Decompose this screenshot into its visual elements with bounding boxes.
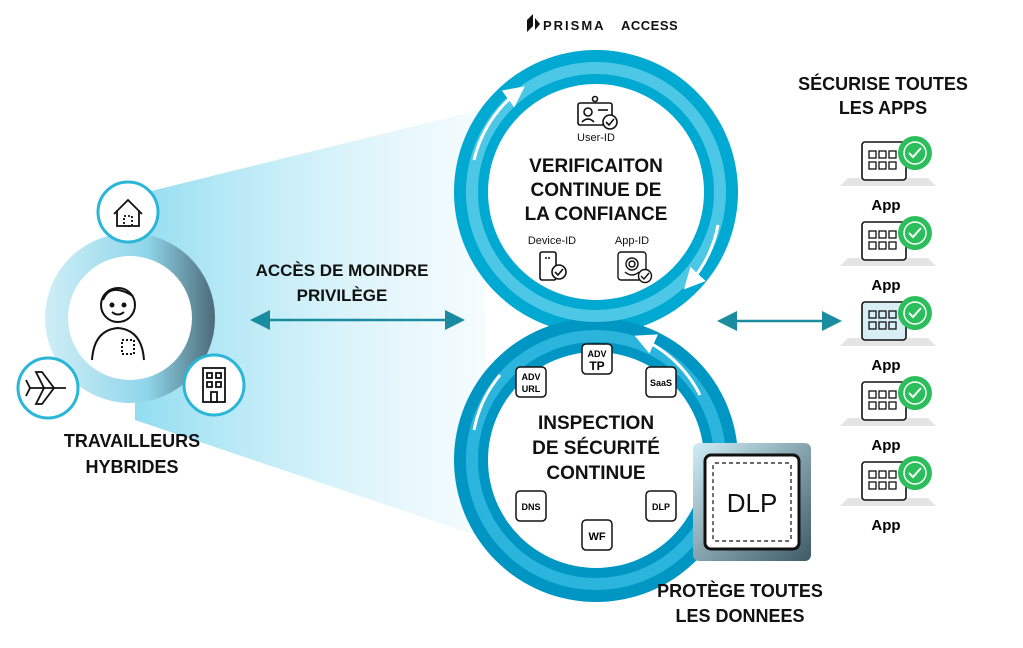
least-privilege-label-line1: ACCÈS DE MOINDRE [256,261,429,280]
brand-logo: PRISMA ACCESS [527,14,678,33]
user-id-icon [577,95,618,130]
user-id-label: User-ID [577,132,615,144]
svg-text:SaaS: SaaS [650,378,672,388]
check-icon [898,216,932,250]
dlp-card: DLP [693,443,811,561]
app-grid-icon [868,310,897,330]
badge-wf: WF [581,519,613,551]
app-label: App [871,517,900,534]
app-label: App [871,277,900,294]
app-item: App [840,216,936,294]
trust-title-line3: LA CONFIANCE [525,204,668,225]
flow-arrow-top-right [683,224,720,290]
badge-adv-url: ADV URL [515,366,547,398]
office-badge [182,353,246,417]
trust-disc [488,84,704,300]
least-privilege-label-line2: PRIVILÈGE [297,286,388,305]
trust-title-line2: CONTINUE DE [531,180,662,201]
app-label: App [871,357,900,374]
inspection-title-line2: DE SÉCURITÉ [532,437,660,459]
hybrid-workers-title-line1: TRAVAILLEURS [64,431,200,451]
app-label: App [871,437,900,454]
device-id-label: Device-ID [528,235,576,247]
data-protection-title-line2: LES DONNEES [675,606,804,626]
prisma-loop: User-ID VERIFICAITON CONTINUE DE LA CONF… [454,50,738,602]
prisma-logo-icon [527,14,540,32]
app-id-fingerprint-icon [617,251,653,284]
app-grid-icon [868,390,897,410]
badge-adv-tp: ADV TP [581,343,613,375]
check-icon [898,136,932,170]
inspection-title-line3: CONTINUE [546,463,645,484]
app-grid-icon [868,230,897,250]
app-item: App [840,376,936,454]
svg-text:WF: WF [588,531,605,543]
app-grid-icon [868,150,897,170]
check-icon [898,376,932,410]
brand-name: PRISMA [543,18,606,33]
flow-arrow-bottom-left [472,374,502,431]
home-icon [113,198,143,227]
apps-title-line1: SÉCURISE TOUTES [798,73,968,94]
svg-text:URL: URL [522,384,541,394]
user-avatar-icon [91,287,145,361]
svg-text:ADV: ADV [587,349,606,359]
home-badge [96,180,160,244]
app-id-label: App-ID [615,235,649,247]
dlp-card-label: DLP [727,488,778,518]
app-item: App [840,136,936,214]
office-building-icon [202,367,226,403]
flow-arrow-bottom-right [634,334,702,396]
airplane-icon [25,371,66,405]
app-label: App [871,197,900,214]
svg-text:DNS: DNS [521,502,540,512]
hybrid-workers-title-line2: HYBRIDES [85,457,178,477]
svg-text:TP: TP [589,359,604,373]
trust-ring-inner-band [466,62,726,322]
trust-title-line1: VERIFICAITON [529,156,663,177]
app-grid-icon [868,470,897,490]
check-icon [898,296,932,330]
flow-arrow-top-left [472,86,525,161]
app-item: App [840,456,936,534]
brand-suffix: ACCESS [621,18,678,33]
svg-text:DLP: DLP [652,502,670,512]
inspection-title-line1: INSPECTION [538,413,654,434]
apps-title-line2: LES APPS [839,98,927,118]
check-icon [898,456,932,490]
badge-dns: DNS [515,490,547,522]
svg-text:ADV: ADV [521,372,540,382]
badge-dlp: DLP [645,490,677,522]
app-item: App [840,296,936,374]
device-id-icon [539,251,567,281]
data-protection-title-line1: PROTÈGE TOUTES [657,580,823,601]
hybrid-worker-group: TRAVAILLEURS HYBRIDES [16,180,246,477]
badge-saas: SaaS [645,366,677,398]
